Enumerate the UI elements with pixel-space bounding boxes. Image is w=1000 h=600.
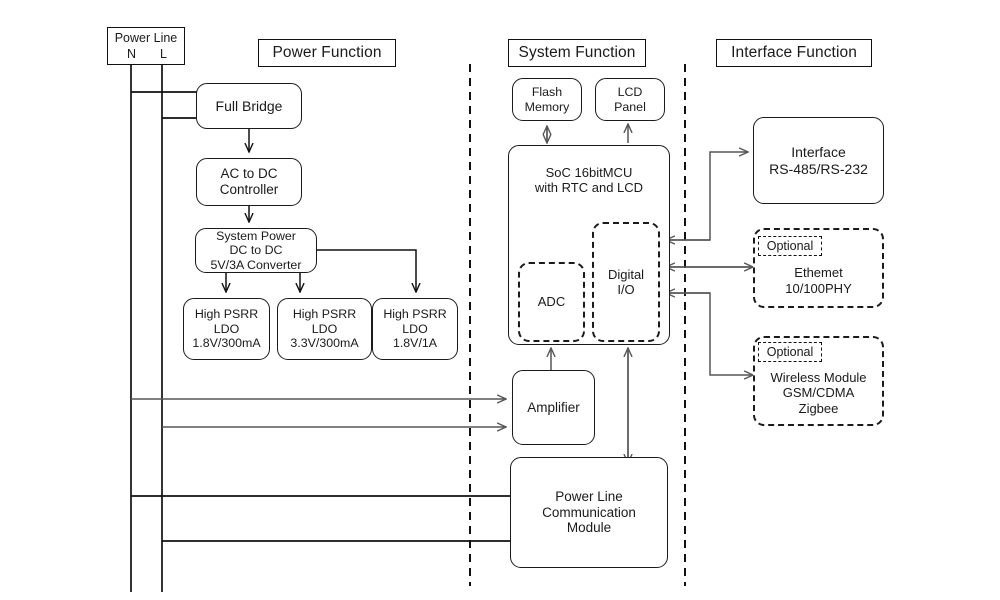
block-plc-module-line2: Communication bbox=[542, 504, 636, 520]
block-ldo-2-line2: LDO bbox=[311, 321, 338, 336]
block-ethernet-optional-label: Optional bbox=[766, 239, 814, 253]
block-ldo-1[interactable]: High PSRR LDO 1.8V/300mA bbox=[183, 298, 270, 360]
block-soc-line2: with RTC and LCD bbox=[534, 180, 644, 196]
block-ac-to-dc-line1: AC to DC bbox=[220, 166, 278, 182]
section-title-power-label: Power Function bbox=[272, 44, 382, 61]
block-flash-memory-line2: Memory bbox=[524, 99, 570, 114]
section-title-system-label: System Function bbox=[518, 44, 636, 61]
block-ac-to-dc-controller[interactable]: AC to DC Controller bbox=[196, 158, 302, 206]
block-ethernet-line1: Ethemet bbox=[794, 265, 843, 281]
section-title-interface-label: Interface Function bbox=[731, 44, 857, 61]
section-title-system: System Function bbox=[508, 39, 646, 67]
section-title-power: Power Function bbox=[258, 39, 396, 67]
block-ldo-3-line3: 1.8V/1A bbox=[392, 336, 438, 351]
block-ldo-3-line1: High PSRR bbox=[383, 307, 447, 322]
wire-digitalio-wireless bbox=[663, 292, 753, 375]
block-wireless-line1: Wireless Module bbox=[770, 370, 867, 386]
block-serial-interface-line2: RS-485/RS-232 bbox=[769, 160, 868, 177]
power-line-live-label: L bbox=[160, 47, 167, 61]
block-full-bridge-label: Full Bridge bbox=[215, 97, 283, 114]
block-ldo-3-line2: LDO bbox=[402, 321, 428, 336]
block-flash-memory-line1: Flash bbox=[531, 84, 563, 99]
block-wireless-optional-tag: Optional bbox=[758, 342, 822, 362]
power-line-neutral-label: N bbox=[127, 47, 137, 61]
block-plc-module-line3: Module bbox=[566, 520, 612, 536]
block-adc[interactable]: ADC bbox=[518, 262, 585, 342]
block-digital-io[interactable]: Digital I/O bbox=[592, 222, 660, 342]
block-ethernet-line2: 10/100PHY bbox=[785, 280, 852, 296]
block-serial-interface-line1: Interface bbox=[791, 143, 846, 160]
block-plc-module-line1: Power Line bbox=[555, 488, 623, 504]
block-digital-io-line1: Digital bbox=[607, 266, 645, 282]
block-ldo-1-line2: LDO bbox=[213, 321, 240, 336]
block-plc-module[interactable]: Power Line Communication Module bbox=[510, 457, 668, 568]
wire-syspower-ldo3 bbox=[317, 249, 416, 292]
block-lcd-panel-line1: LCD bbox=[617, 84, 643, 99]
block-full-bridge[interactable]: Full Bridge bbox=[196, 83, 302, 129]
block-soc-line1: SoC 16bitMCU bbox=[545, 165, 633, 180]
block-system-power-line1: System Power bbox=[216, 228, 296, 243]
wire-digitalio-serial bbox=[663, 152, 748, 241]
block-amplifier[interactable]: Amplifier bbox=[512, 370, 595, 445]
block-ldo-3[interactable]: High PSRR LDO 1.8V/1A bbox=[372, 298, 458, 360]
block-wireless-line2: GSM/CDMA bbox=[782, 385, 855, 401]
block-wireless-line3: Zigbee bbox=[798, 400, 839, 416]
block-ldo-2-line3: 3.3V/300mA bbox=[290, 336, 359, 351]
block-ldo-1-line3: 1.8V/300mA bbox=[192, 336, 261, 351]
block-system-power-converter[interactable]: System Power DC to DC 5V/3A Converter bbox=[195, 228, 317, 273]
block-lcd-panel-line2: Panel bbox=[614, 99, 646, 114]
block-ethernet-optional-tag: Optional bbox=[758, 236, 822, 256]
block-digital-io-line2: I/O bbox=[617, 282, 635, 297]
block-amplifier-label: Amplifier bbox=[527, 399, 580, 415]
block-lcd-panel[interactable]: LCD Panel bbox=[595, 78, 665, 121]
block-adc-label: ADC bbox=[537, 294, 566, 310]
block-ldo-2-line1: High PSRR bbox=[292, 307, 357, 322]
block-ldo-1-line1: High PSRR bbox=[194, 307, 259, 322]
block-system-power-line3: 5V/3A Converter bbox=[210, 257, 302, 272]
block-wireless-optional-label: Optional bbox=[766, 345, 814, 359]
block-flash-memory[interactable]: Flash Memory bbox=[512, 78, 582, 121]
block-serial-interface[interactable]: Interface RS-485/RS-232 bbox=[753, 117, 884, 204]
power-line-title: Power Line bbox=[114, 31, 178, 45]
block-ethernet[interactable]: Ethemet 10/100PHY bbox=[753, 228, 884, 308]
block-ldo-2[interactable]: High PSRR LDO 3.3V/300mA bbox=[277, 298, 372, 360]
power-line-box: Power Line N L bbox=[107, 27, 185, 65]
block-ac-to-dc-line2: Controller bbox=[219, 182, 279, 197]
block-system-power-line2: DC to DC bbox=[229, 243, 283, 258]
section-title-interface: Interface Function bbox=[716, 39, 872, 67]
